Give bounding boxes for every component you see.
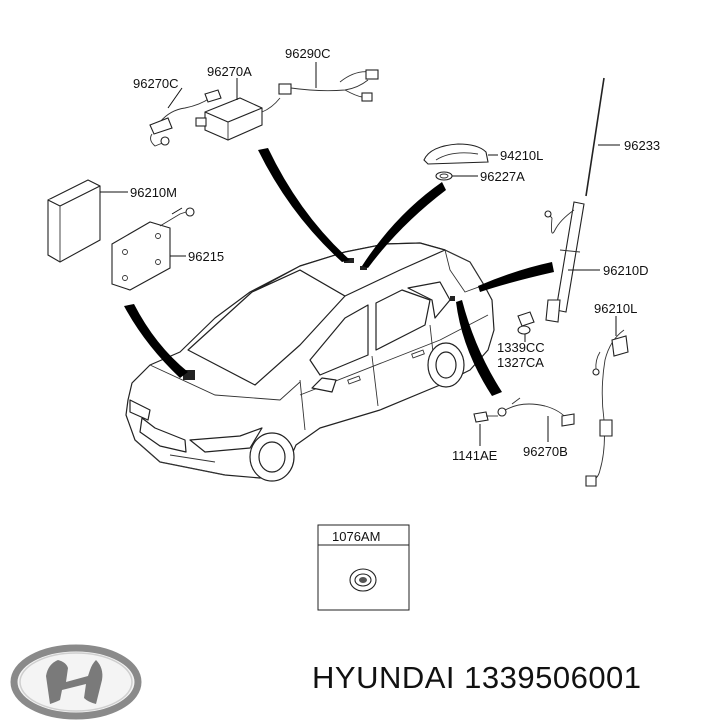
part-1339cc-nut	[517, 311, 535, 335]
part-96210d-antenna-mast	[544, 201, 585, 323]
label-1141ae: 1141AE	[452, 448, 498, 463]
hyundai-logo	[10, 644, 142, 720]
part-96210m-module	[47, 179, 101, 263]
label-96210m: 96210M	[130, 185, 177, 200]
label-1339cc: 1339CC	[497, 340, 545, 355]
part-96233-antenna-rod	[585, 77, 620, 197]
label-96270b: 96270B	[523, 444, 568, 459]
label-96290c: 96290C	[285, 46, 331, 61]
part-96215-bracket	[111, 207, 195, 291]
part-1076am-box	[317, 524, 410, 611]
part-96227a-gasket	[435, 171, 453, 181]
label-1327ca: 1327CA	[497, 355, 544, 370]
label-96233: 96233	[624, 138, 660, 153]
part-96270b-cable	[497, 397, 575, 427]
part-96290c-harness	[278, 69, 379, 102]
part-labels: 96270C 96270A 96290C 96210M 96215 94210L…	[130, 46, 660, 544]
label-1076am: 1076AM	[332, 529, 380, 544]
part-94210l-shark-fin-antenna	[423, 143, 489, 165]
label-94210l: 94210L	[500, 148, 543, 163]
part-96270c-sensor	[149, 89, 222, 147]
brand-caption: HYUNDAI 1339506001	[312, 660, 642, 695]
pointer-wedges	[124, 148, 554, 396]
label-96270c: 96270C	[133, 76, 179, 91]
part-1141ae-bolt	[473, 411, 498, 423]
label-96215: 96215	[188, 249, 224, 264]
label-96270a: 96270A	[207, 64, 252, 79]
part-96210l-cable	[585, 329, 629, 487]
label-96227a: 96227A	[480, 169, 525, 184]
part-96270a-amplifier	[195, 97, 281, 141]
sedan-car-body	[125, 242, 495, 482]
label-96210l: 96210L	[594, 301, 637, 316]
label-96210d: 96210D	[603, 263, 649, 278]
